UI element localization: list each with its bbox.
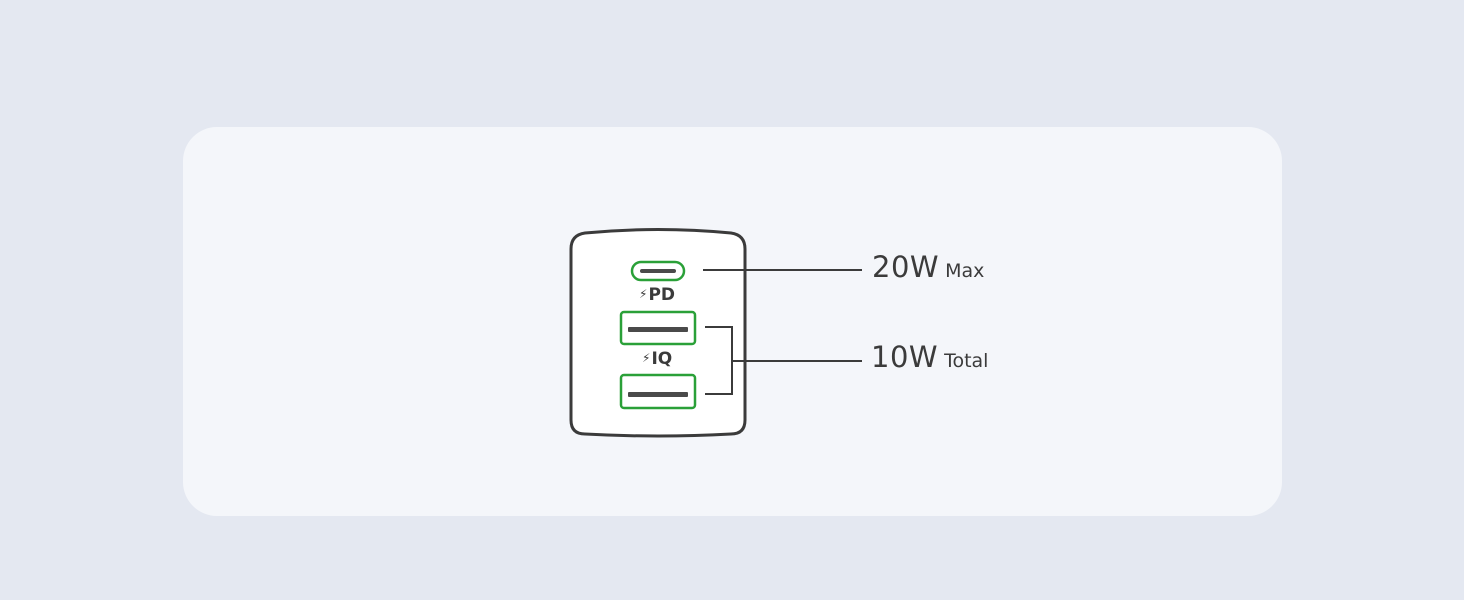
usb-a-output-value: 10W (871, 340, 939, 374)
iq-tag-text: IQ (651, 349, 673, 369)
usb-c-output-qualifier: Max (945, 260, 985, 282)
usb-c-slot (640, 269, 676, 273)
pd-tag-text: PD (648, 285, 676, 305)
usb-a-slot-bottom (628, 392, 688, 397)
pd-port-tag: ⚡PD (639, 285, 675, 305)
usb-a-slot-top (628, 327, 688, 332)
usb-a-port-bottom (619, 373, 697, 410)
iq-port-tag: ⚡IQ (642, 349, 672, 369)
lightning-bolt-icon: ⚡ (639, 287, 648, 301)
usb-a-output-qualifier: Total (944, 350, 989, 372)
usb-c-output-value: 20W (872, 250, 940, 284)
lightning-bolt-icon: ⚡ (642, 351, 651, 365)
